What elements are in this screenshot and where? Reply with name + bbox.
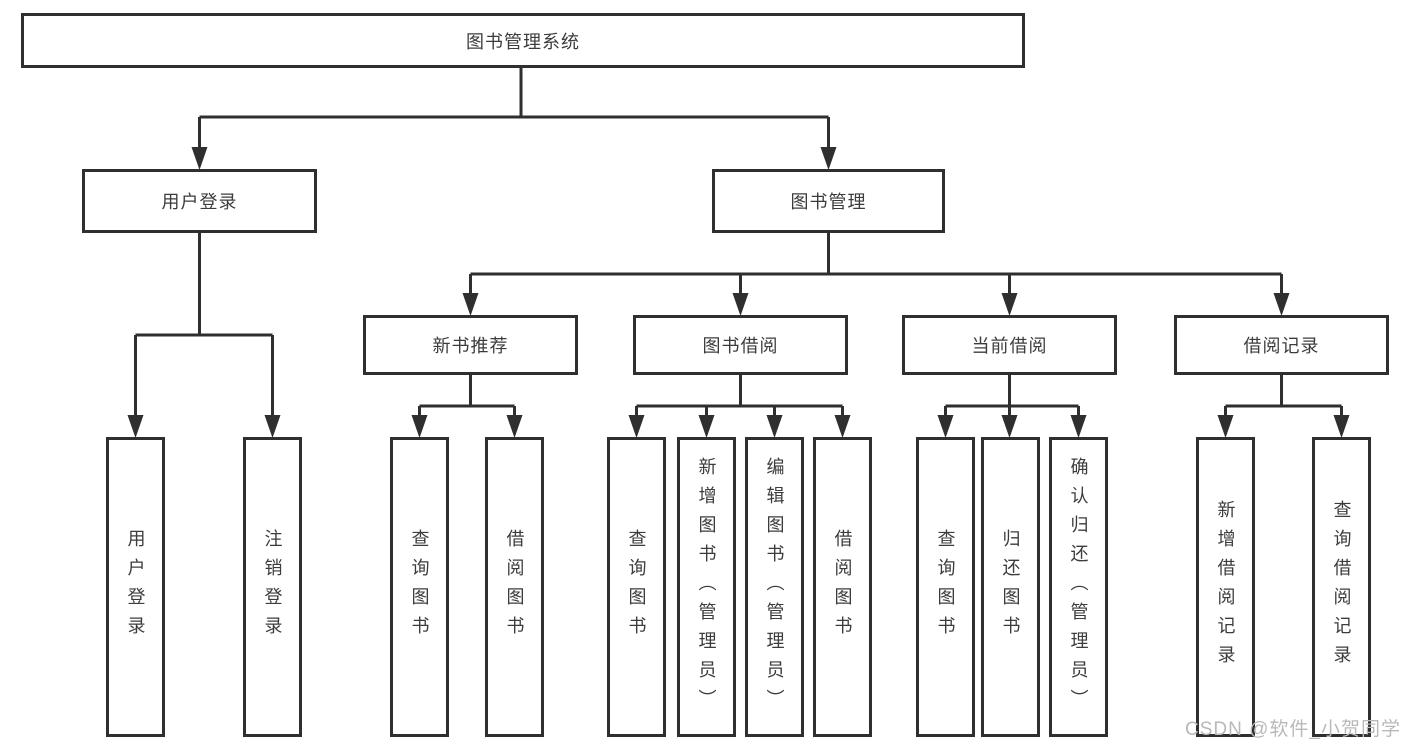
- node-new-book-recommendation: 新书推荐: [363, 315, 578, 375]
- node-label: 新书推荐: [432, 336, 509, 356]
- node-label: 新增借阅记录: [1215, 500, 1236, 674]
- leaf-add-borrow-record: 新增借阅记录: [1196, 437, 1255, 737]
- node-label: 查询图书: [935, 529, 956, 645]
- node-user-login: 用户登录: [82, 169, 317, 233]
- leaf-user-login: 用户登录: [106, 437, 165, 737]
- node-label: 查询图书: [626, 529, 647, 645]
- leaf-borrow-books: 借阅图书: [485, 437, 544, 737]
- leaf-query-books-3: 查询图书: [916, 437, 975, 737]
- node-label: 当前借阅: [971, 336, 1048, 356]
- node-book-borrow: 图书借阅: [633, 315, 848, 375]
- leaf-add-book-admin: 新增图书（管理员）: [677, 437, 736, 737]
- node-borrow-records: 借阅记录: [1174, 315, 1389, 375]
- node-label: 用户登录: [161, 192, 238, 212]
- leaf-query-books-2: 查询图书: [607, 437, 666, 737]
- node-label: 借阅图书: [832, 529, 853, 645]
- leaf-query-books: 查询图书: [390, 437, 449, 737]
- node-label: 编辑图书（管理员）: [764, 456, 785, 718]
- node-label: 图书管理: [790, 192, 867, 212]
- node-label: 用户登录: [125, 529, 146, 645]
- leaf-edit-book-admin: 编辑图书（管理员）: [745, 437, 804, 737]
- node-book-management: 图书管理: [712, 169, 945, 233]
- leaf-return-books: 归还图书: [981, 437, 1040, 737]
- node-label: 查询图书: [409, 529, 430, 645]
- arrowheads: [127, 147, 1350, 438]
- node-label: 借阅图书: [504, 529, 525, 645]
- node-current-borrow: 当前借阅: [902, 315, 1117, 375]
- node-label: 新增图书（管理员）: [696, 456, 717, 718]
- leaf-query-borrow-record: 查询借阅记录: [1312, 437, 1371, 737]
- node-label: 注销登录: [262, 529, 283, 645]
- node-label: 确认归还（管理员）: [1068, 456, 1089, 718]
- watermark-text: CSDN @软件_小贺同学: [1185, 719, 1401, 740]
- leaf-confirm-return-admin: 确认归还（管理员）: [1049, 437, 1108, 737]
- node-label: 图书管理系统: [466, 31, 580, 52]
- node-label: 查询借阅记录: [1331, 500, 1352, 674]
- leaf-logout-login: 注销登录: [243, 437, 302, 737]
- node-label: 归还图书: [1000, 529, 1021, 645]
- leaf-borrow-books-2: 借阅图书: [813, 437, 872, 737]
- node-library-management-system: 图书管理系统: [21, 13, 1025, 68]
- node-label: 图书借阅: [702, 336, 779, 356]
- node-label: 借阅记录: [1243, 336, 1320, 356]
